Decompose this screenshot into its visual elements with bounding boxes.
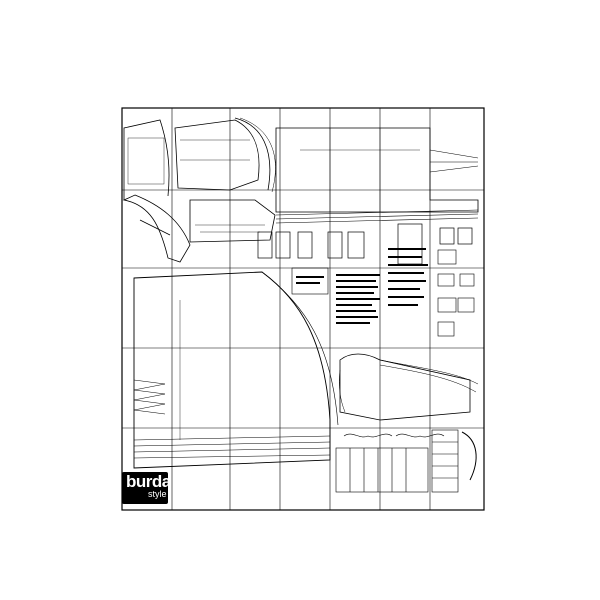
pattern-piece-front-top xyxy=(122,119,191,263)
pattern-piece-back xyxy=(338,353,479,421)
pattern-small-pieces xyxy=(257,223,473,265)
pattern-piece-skirt xyxy=(133,271,339,469)
brand-name: burda xyxy=(126,472,171,491)
pattern-right-details xyxy=(437,249,475,337)
figure-and-size-table xyxy=(335,429,477,493)
instruction-text-block xyxy=(291,248,428,324)
sheet-border xyxy=(121,107,485,511)
brand-subline: style xyxy=(148,489,167,499)
brand-logo: burda style xyxy=(122,472,171,504)
pattern-piece-sleeve xyxy=(174,117,276,193)
pattern-piece-facing xyxy=(189,199,276,243)
pattern-piece-band xyxy=(275,127,479,224)
